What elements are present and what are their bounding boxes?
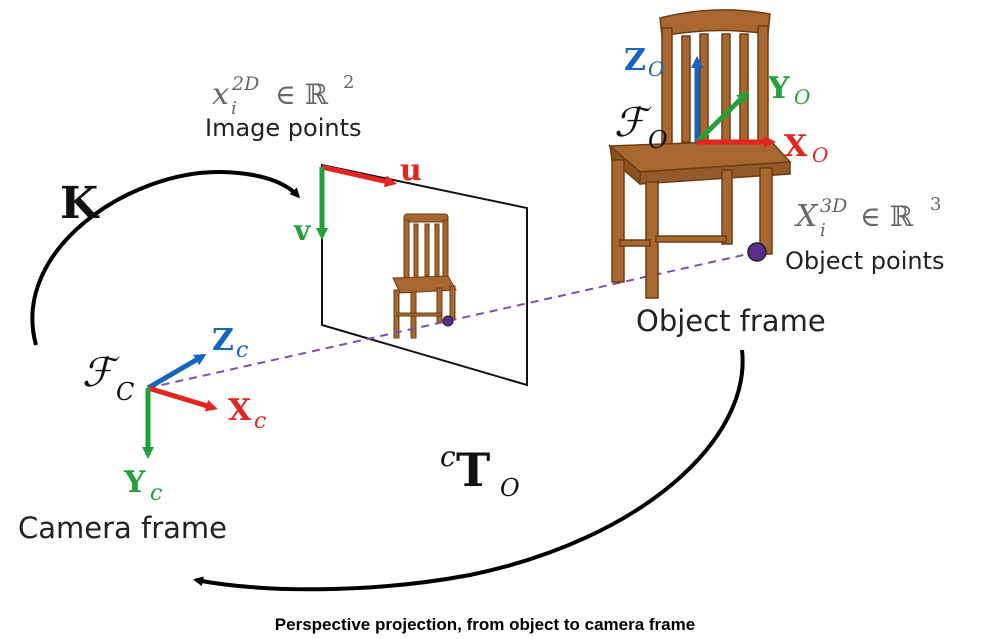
object-x-sub: O: [812, 143, 828, 167]
camera-z-label: Z: [212, 323, 234, 358]
object-points-sup: 3D: [820, 195, 847, 217]
object-y-axis: [695, 91, 749, 144]
object-points-set: ∈ ℝ: [860, 200, 914, 233]
u-label: u: [400, 153, 422, 188]
object-f-label: ℱ: [614, 100, 652, 146]
v-label: v: [293, 214, 311, 247]
transform-arrow: [193, 349, 745, 592]
camera-y-label: Y: [123, 465, 146, 500]
object-points-exp: 3: [930, 194, 941, 215]
object-points-label: Object points: [785, 247, 945, 275]
image-point-dot: [442, 315, 454, 327]
camera-y-sub: c: [150, 481, 162, 506]
camera-x-axis: [147, 385, 218, 412]
object-point-dot: [747, 242, 767, 262]
camera-x-sub: c: [254, 409, 266, 434]
image-points-set: ∈ ℝ: [275, 78, 329, 111]
camera-z-sub: c: [236, 338, 248, 363]
image-points-sub: i: [231, 98, 237, 119]
camera-z-axis: [146, 353, 207, 391]
image-points-label: Image points: [205, 114, 362, 142]
k-arrow: [30, 169, 301, 346]
object-y-sub: O: [794, 85, 810, 109]
camera-f-sub: C: [116, 378, 134, 406]
k-label: K: [60, 178, 100, 229]
transform-T: T: [456, 443, 490, 497]
image-points-math: x: [212, 77, 229, 112]
image-points-exp: 2: [343, 72, 354, 93]
object-frame-label: Object frame: [636, 304, 826, 338]
object-f-sub: O: [648, 126, 668, 154]
object-y-label: Y: [767, 71, 790, 106]
caption: Perspective projection, from object to c…: [275, 615, 695, 634]
object-z-label: Z: [624, 43, 646, 78]
object-points-sub: i: [820, 220, 826, 241]
transform-sub: O: [500, 474, 520, 502]
transform-pre: c: [440, 440, 456, 473]
object-z-sub: O: [648, 57, 664, 81]
camera-x-label: X: [228, 393, 252, 428]
object-points-math: X: [794, 199, 819, 234]
camera-frame-label: Camera frame: [18, 511, 227, 545]
camera-f-label: ℱ: [82, 350, 120, 396]
u-axis-arrow: [321, 164, 397, 188]
object-x-label: X: [784, 129, 808, 164]
image-points-sup: 2D: [231, 73, 259, 95]
